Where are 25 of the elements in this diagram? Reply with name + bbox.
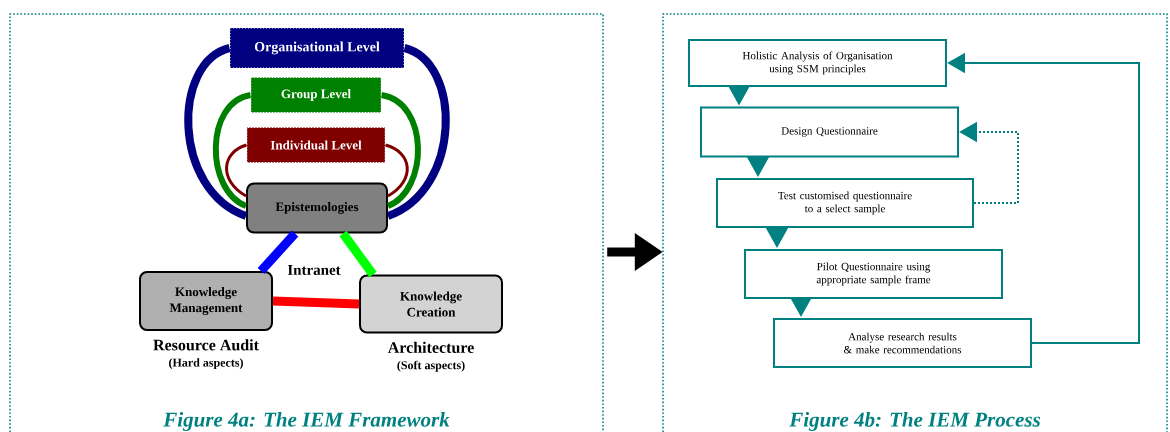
concept-box: Knowledge Management [139, 271, 273, 331]
connector-bar [339, 230, 377, 278]
process-box: Analyse research results & make recommendations [773, 318, 1032, 368]
level-label: Group Level [250, 77, 382, 113]
concept-box: Knowledge Creation [359, 274, 503, 334]
process-box: Holistic Analysis of Organisation using SSM principles [688, 39, 947, 87]
connector-bar [272, 296, 360, 309]
process-box: Test customised questionnaire to a select sample [716, 178, 974, 228]
level-loop [225, 143, 248, 198]
level-loop [212, 92, 252, 209]
concept-box: Epistemologies [246, 182, 388, 234]
connector-bar [257, 230, 299, 275]
level-label: Organisational Level [229, 27, 405, 69]
sub-caption: Resource Audit [153, 339, 259, 351]
level-loop [385, 143, 409, 198]
level-loop [386, 44, 450, 220]
process-box: Pilot Questionnaire using appropriate sample frame [744, 249, 1003, 299]
sub-caption: Architecture [387, 341, 474, 353]
level-label: Individual Level [246, 127, 386, 163]
sub-caption: (Hard aspects) [169, 358, 243, 370]
process-box: Design Questionnaire [700, 106, 959, 158]
level-loop [380, 92, 421, 209]
sub-caption: (Soft aspects) [397, 360, 465, 372]
level-loop [184, 44, 248, 220]
network-label: Intranet [287, 265, 341, 275]
